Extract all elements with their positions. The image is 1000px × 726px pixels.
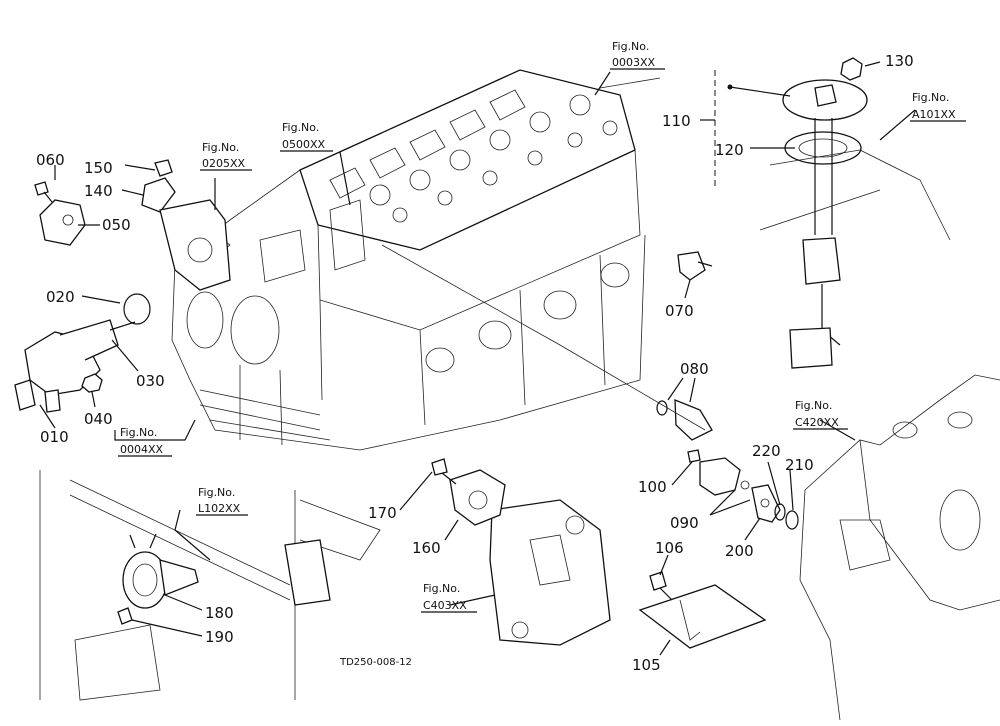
part-label-190[interactable]: 190 bbox=[205, 628, 234, 646]
part-label-130[interactable]: 130 bbox=[885, 52, 914, 70]
drawing-code: TD250-008-12 bbox=[339, 657, 412, 668]
sensor-assembly-050 bbox=[39, 199, 86, 246]
sensor-160 bbox=[449, 469, 506, 526]
transmission-housing bbox=[799, 374, 1000, 721]
fig-ref-l102[interactable]: Fig.No. L102XX bbox=[196, 486, 248, 516]
part-label-090[interactable]: 090 bbox=[670, 514, 699, 532]
nut-130 bbox=[840, 57, 863, 81]
fig-ref-0004-code: 0004XX bbox=[120, 443, 164, 456]
actuator-010 bbox=[14, 319, 136, 413]
fig-ref-0003[interactable]: Fig.No. 0003XX bbox=[610, 40, 665, 70]
part-label-150[interactable]: 150 bbox=[84, 159, 113, 177]
fig-ref-0004-line1: Fig.No. bbox=[120, 426, 157, 439]
fig-ref-0205-line1: Fig.No. bbox=[202, 141, 239, 154]
bolt-190 bbox=[117, 607, 133, 625]
fig-ref-c420-line1: Fig.No. bbox=[795, 399, 832, 412]
bolt-060 bbox=[34, 181, 53, 203]
part-label-010[interactable]: 010 bbox=[40, 428, 69, 446]
fig-ref-0500-line1: Fig.No. bbox=[282, 121, 319, 134]
part-label-040[interactable]: 040 bbox=[84, 410, 113, 428]
o-ring-020 bbox=[123, 293, 151, 325]
fig-ref-c403-code: C403XX bbox=[423, 599, 467, 612]
part-label-120[interactable]: 120 bbox=[715, 141, 744, 159]
fig-ref-a101-line1: Fig.No. bbox=[912, 91, 949, 104]
fig-ref-a101-code: A101XX bbox=[912, 108, 956, 121]
engine-block-drawing bbox=[169, 69, 646, 451]
bolt-170 bbox=[431, 458, 457, 485]
bracket-assembly bbox=[159, 199, 231, 291]
fig-ref-0500[interactable]: Fig.No. 0500XX bbox=[280, 121, 333, 152]
fig-ref-l102-line1: Fig.No. bbox=[198, 486, 235, 499]
connector-140 bbox=[141, 177, 176, 213]
fig-ref-c420[interactable]: Fig.No. C420XX bbox=[793, 399, 848, 430]
fig-ref-0003-code: 0003XX bbox=[612, 56, 656, 69]
part-label-140[interactable]: 140 bbox=[84, 182, 113, 200]
leader-lines bbox=[39, 61, 916, 656]
part-label-030[interactable]: 030 bbox=[136, 372, 165, 390]
fig-ref-0205-code: 0205XX bbox=[202, 157, 246, 170]
part-label-180[interactable]: 180 bbox=[205, 604, 234, 622]
switch-080 bbox=[656, 399, 713, 441]
plate-105 bbox=[638, 584, 767, 649]
part-label-170[interactable]: 170 bbox=[368, 504, 397, 522]
part-label-210[interactable]: 210 bbox=[785, 456, 814, 474]
fig-ref-c403[interactable]: Fig.No. C403XX bbox=[421, 582, 477, 613]
part-label-050[interactable]: 050 bbox=[102, 216, 131, 234]
clip-150 bbox=[154, 159, 173, 177]
fig-ref-0205[interactable]: Fig.No. 0205XX bbox=[200, 141, 252, 171]
sensor-090 bbox=[699, 457, 750, 496]
part-label-020[interactable]: 020 bbox=[46, 288, 75, 306]
part-label-106[interactable]: 106 bbox=[655, 539, 684, 557]
part-label-220[interactable]: 220 bbox=[752, 442, 781, 460]
part-label-060[interactable]: 060 bbox=[36, 151, 65, 169]
part-label-105[interactable]: 105 bbox=[632, 656, 661, 674]
switch-070 bbox=[677, 251, 713, 281]
part-label-080[interactable]: 080 bbox=[680, 360, 709, 378]
bolt-106 bbox=[649, 571, 673, 601]
fig-ref-0003-line1: Fig.No. bbox=[612, 40, 649, 53]
fig-ref-l102-code: L102XX bbox=[198, 502, 241, 515]
part-label-070[interactable]: 070 bbox=[665, 302, 694, 320]
fig-ref-c420-code: C420XX bbox=[795, 416, 839, 429]
valve-block bbox=[489, 499, 611, 646]
fig-ref-c403-line1: Fig.No. bbox=[423, 582, 460, 595]
bolt-100 bbox=[687, 449, 701, 463]
fuel-sender-assembly bbox=[759, 79, 951, 369]
part-label-200[interactable]: 200 bbox=[725, 542, 754, 560]
nut-040 bbox=[81, 373, 103, 393]
fig-ref-0500-code: 0500XX bbox=[282, 138, 326, 151]
ring-210 bbox=[785, 510, 799, 530]
part-label-100[interactable]: 100 bbox=[638, 478, 667, 496]
horn-180 bbox=[122, 533, 199, 609]
fig-ref-0004[interactable]: Fig.No. 0004XX bbox=[118, 426, 172, 457]
bottom-left-panel bbox=[39, 470, 381, 701]
part-label-160[interactable]: 160 bbox=[412, 539, 441, 557]
fig-ref-a101[interactable]: Fig.No. A101XX bbox=[910, 91, 966, 122]
part-label-110[interactable]: 110 bbox=[662, 112, 691, 130]
leader-110-top bbox=[729, 86, 791, 97]
